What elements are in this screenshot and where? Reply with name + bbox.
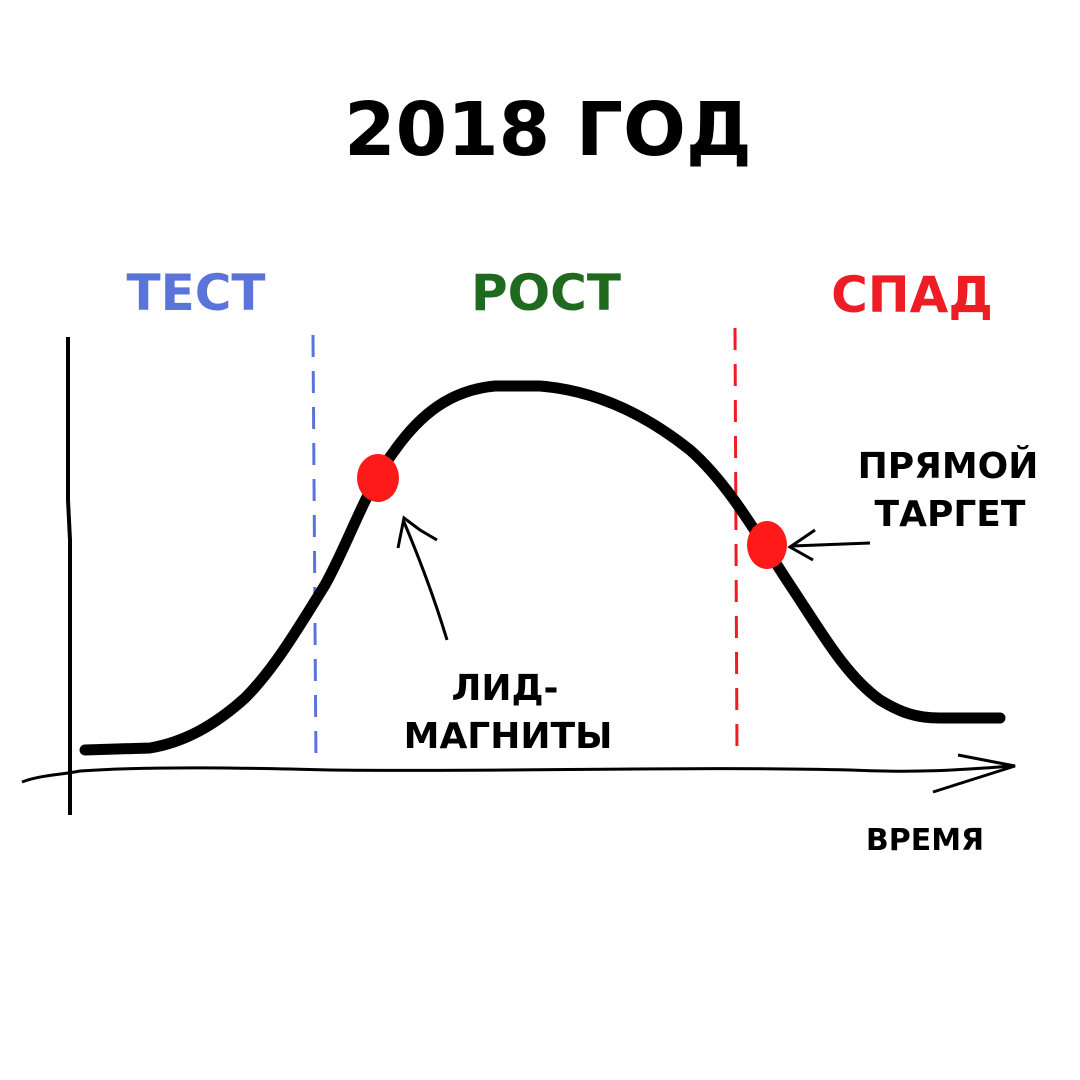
direct-target-arrow xyxy=(787,528,871,562)
test-growth-divider xyxy=(311,334,318,768)
diagram-title: 2018 ГОД xyxy=(344,87,752,173)
lead-magnet-label-line2: МАГНИТЫ xyxy=(404,716,613,757)
direct-target-label-line1: ПРЯМОЙ xyxy=(858,445,1039,487)
lead-magnet-arrow xyxy=(396,515,449,641)
lead-magnet-label-line1: ЛИД- xyxy=(451,668,558,709)
phase-label-growth: РОСТ xyxy=(471,264,621,322)
x-axis-label: ВРЕМЯ xyxy=(866,823,984,858)
phase-label-test: ТЕСТ xyxy=(126,264,265,322)
direct-target-label-line2: ТАРГЕТ xyxy=(875,494,1026,535)
lead-magnet-dot xyxy=(357,454,399,502)
lifecycle-curve xyxy=(79,380,1006,756)
direct-target-dot xyxy=(747,521,787,569)
x-axis-arrow xyxy=(21,753,1016,794)
growth-decline-divider xyxy=(733,327,739,756)
phase-label-decline: СПАД xyxy=(831,266,993,324)
y-axis xyxy=(66,337,72,815)
